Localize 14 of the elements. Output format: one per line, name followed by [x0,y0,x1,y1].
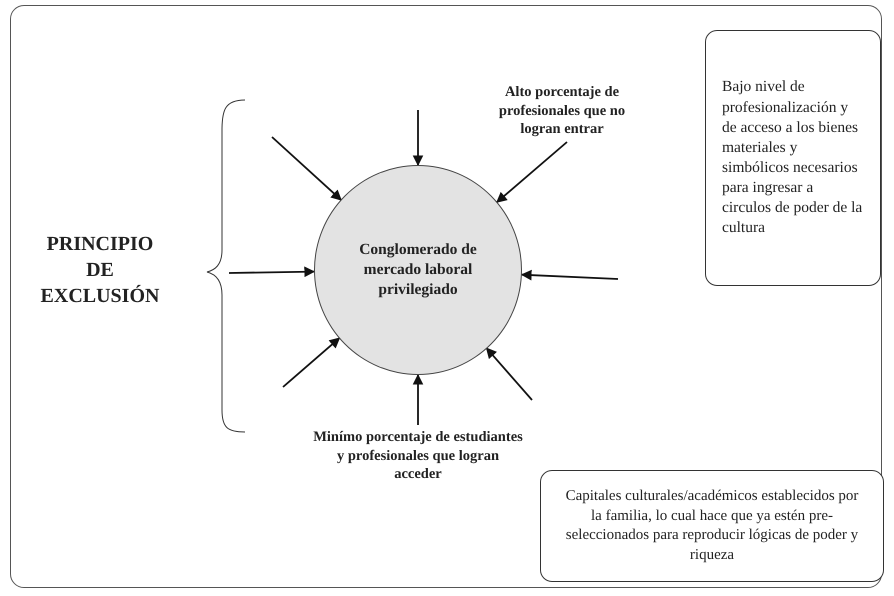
text-box: Capitales culturales/académicos establecidos por la familia, lo cual hace que ya estén pre-seleccionados para reproducir lógicas de poder y riqueza [540,470,884,582]
arrow [496,141,568,203]
annotation-text: Minímo porcentaje de estudiantes y profesionales que logran acceder [313,428,523,484]
arrow [412,110,424,166]
annotation-text: Alto porcentaje de profesionales que no logran entrar [498,82,626,140]
arrow [228,266,316,278]
heading-text: PRINCIPIO DE EXCLUSIÓN [40,232,160,309]
arrow [271,136,342,201]
text-box: Bajo nivel de profesionalización y de acceso a los bienes materiales y simbólicos necesarios para ingresar a circulos de poder de la cultura [705,30,881,286]
arrow [520,270,618,280]
circle-node: Conglomerado de mercado laboral privilegiado [314,165,522,375]
arrow [282,337,340,388]
arrow [486,347,533,401]
arrow [412,374,424,425]
